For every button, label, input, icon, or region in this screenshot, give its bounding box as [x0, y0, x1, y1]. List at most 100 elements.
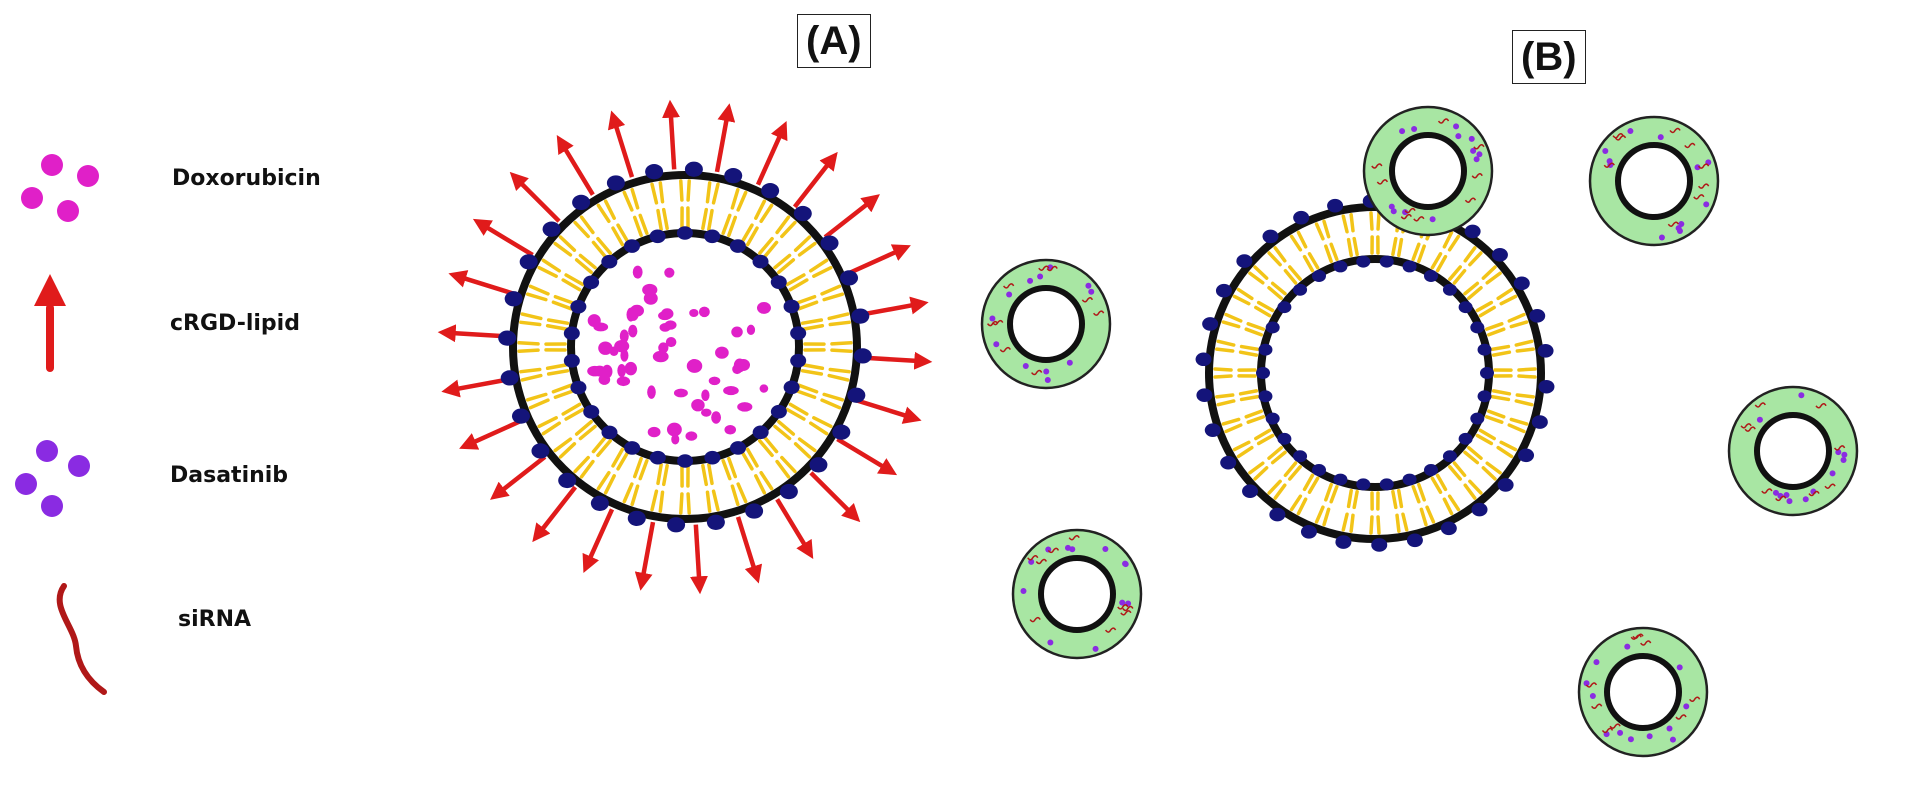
lipid-head — [511, 408, 530, 424]
lipid-tail — [1411, 485, 1421, 504]
lipid-tail — [541, 258, 562, 273]
lipid-tail — [1517, 367, 1537, 372]
lipid-tail — [1273, 483, 1287, 500]
sirna-strand — [1120, 610, 1132, 616]
doxorubicin-dot — [671, 434, 680, 445]
crgd-lipid-arrow — [556, 135, 595, 196]
lipid-head — [1470, 321, 1485, 334]
vesicle-core — [1604, 653, 1682, 731]
lipid-head — [1242, 484, 1259, 499]
lipid-tail — [603, 199, 616, 220]
lipid-tail — [800, 369, 824, 376]
sirna-strand — [1038, 265, 1050, 271]
lipid-head — [1529, 309, 1546, 323]
dasatinib-dot — [1411, 126, 1418, 133]
dasatinib-dot — [1602, 148, 1609, 155]
lipid-tail — [707, 462, 714, 486]
sirna-strand — [1614, 135, 1627, 141]
lipid-head — [570, 299, 587, 314]
lipid-head — [779, 483, 798, 500]
lipid-head — [1379, 255, 1394, 268]
sirna-strand — [1601, 727, 1614, 734]
lipid-head — [1538, 379, 1555, 394]
lipid-tail — [822, 292, 845, 302]
lipid-tail — [679, 179, 684, 202]
lipid-head — [1471, 502, 1488, 517]
lipid-head — [1406, 533, 1423, 548]
lipid-tail — [762, 240, 779, 259]
lipid-tail — [740, 223, 754, 244]
lipid-head — [1265, 321, 1280, 334]
crgd-lipid-arrow — [607, 110, 635, 178]
lipid-head — [1335, 535, 1352, 549]
lipid-tail — [1425, 505, 1436, 524]
crgd-lipid-arrow — [634, 521, 656, 591]
lipid-tail — [574, 420, 593, 436]
lipid-tail — [1467, 286, 1483, 300]
outer-membrane — [509, 171, 861, 523]
lipid-tail — [632, 456, 643, 479]
lipid-head — [761, 183, 780, 199]
dasatinib-dot — [1069, 546, 1076, 553]
doxorubicin-dot — [666, 422, 682, 437]
crgd-lipid-arrow — [472, 218, 534, 257]
lipid-tail — [1417, 482, 1426, 502]
lipid-tail — [1463, 246, 1477, 263]
lipid-tail — [1296, 230, 1308, 249]
lipid-head — [519, 254, 538, 270]
doxorubicin-dot — [617, 363, 626, 378]
lipid-tail — [632, 215, 643, 238]
crgd-lipid-arrow — [448, 270, 516, 297]
crgd-lipid-arrow — [836, 437, 898, 476]
lipid-tail — [578, 424, 597, 441]
doxorubicin-dot — [658, 342, 669, 354]
lipid-tail — [788, 278, 809, 292]
lipid-tail — [808, 258, 829, 273]
lipid-tail — [1484, 415, 1504, 424]
lipid-tail — [1322, 219, 1331, 239]
lipid-tail — [1391, 236, 1398, 257]
lipid-tail — [1215, 393, 1235, 399]
lipid-head — [1258, 343, 1273, 356]
lipid-tail — [630, 187, 640, 210]
lipid-head — [1327, 198, 1344, 213]
lipid-tail — [1514, 339, 1534, 347]
lipid-head — [572, 194, 591, 211]
dasatinib-dot — [1044, 376, 1051, 383]
sirna-strand — [1471, 173, 1483, 179]
crgd-lipid-arrow — [437, 324, 508, 343]
lipid-tail — [528, 284, 550, 296]
lipid-tail — [573, 455, 590, 474]
lipid-tail — [745, 226, 759, 247]
doxorubicin-dot — [659, 323, 671, 332]
lipid-head — [649, 229, 666, 244]
sirna-strand — [1035, 558, 1048, 565]
lipid-head — [1312, 464, 1326, 476]
doxorubicin-dot — [664, 267, 675, 278]
doxorubicin-dot — [601, 364, 613, 379]
sirna-strand — [1669, 127, 1681, 134]
sirna-strand — [1740, 423, 1752, 429]
lipid-tail — [611, 447, 625, 468]
lipid-head — [1256, 367, 1270, 379]
doxorubicin-dot — [711, 411, 722, 424]
sirna-strand — [1437, 118, 1450, 124]
lipid-tail — [1246, 322, 1266, 331]
lipid-head — [1262, 229, 1279, 244]
lipid-tail — [1517, 374, 1537, 379]
sirna-strand — [1464, 197, 1477, 203]
lipid-tail — [822, 392, 845, 402]
lipid-tail — [740, 450, 754, 471]
lipid-tail — [801, 363, 825, 371]
lipid-tail — [780, 220, 797, 239]
lipid-tail — [541, 421, 562, 436]
lipid-tail — [1216, 339, 1236, 347]
lipid-tail — [1467, 446, 1483, 460]
sirna-strand — [1697, 163, 1710, 169]
dasatinib-dot — [1666, 725, 1673, 732]
lipid-tail — [1485, 461, 1502, 475]
lipid-tail — [546, 369, 570, 376]
lipid-tail — [773, 253, 792, 270]
lipid-head — [1497, 478, 1514, 492]
lipid-tail — [1307, 476, 1320, 494]
